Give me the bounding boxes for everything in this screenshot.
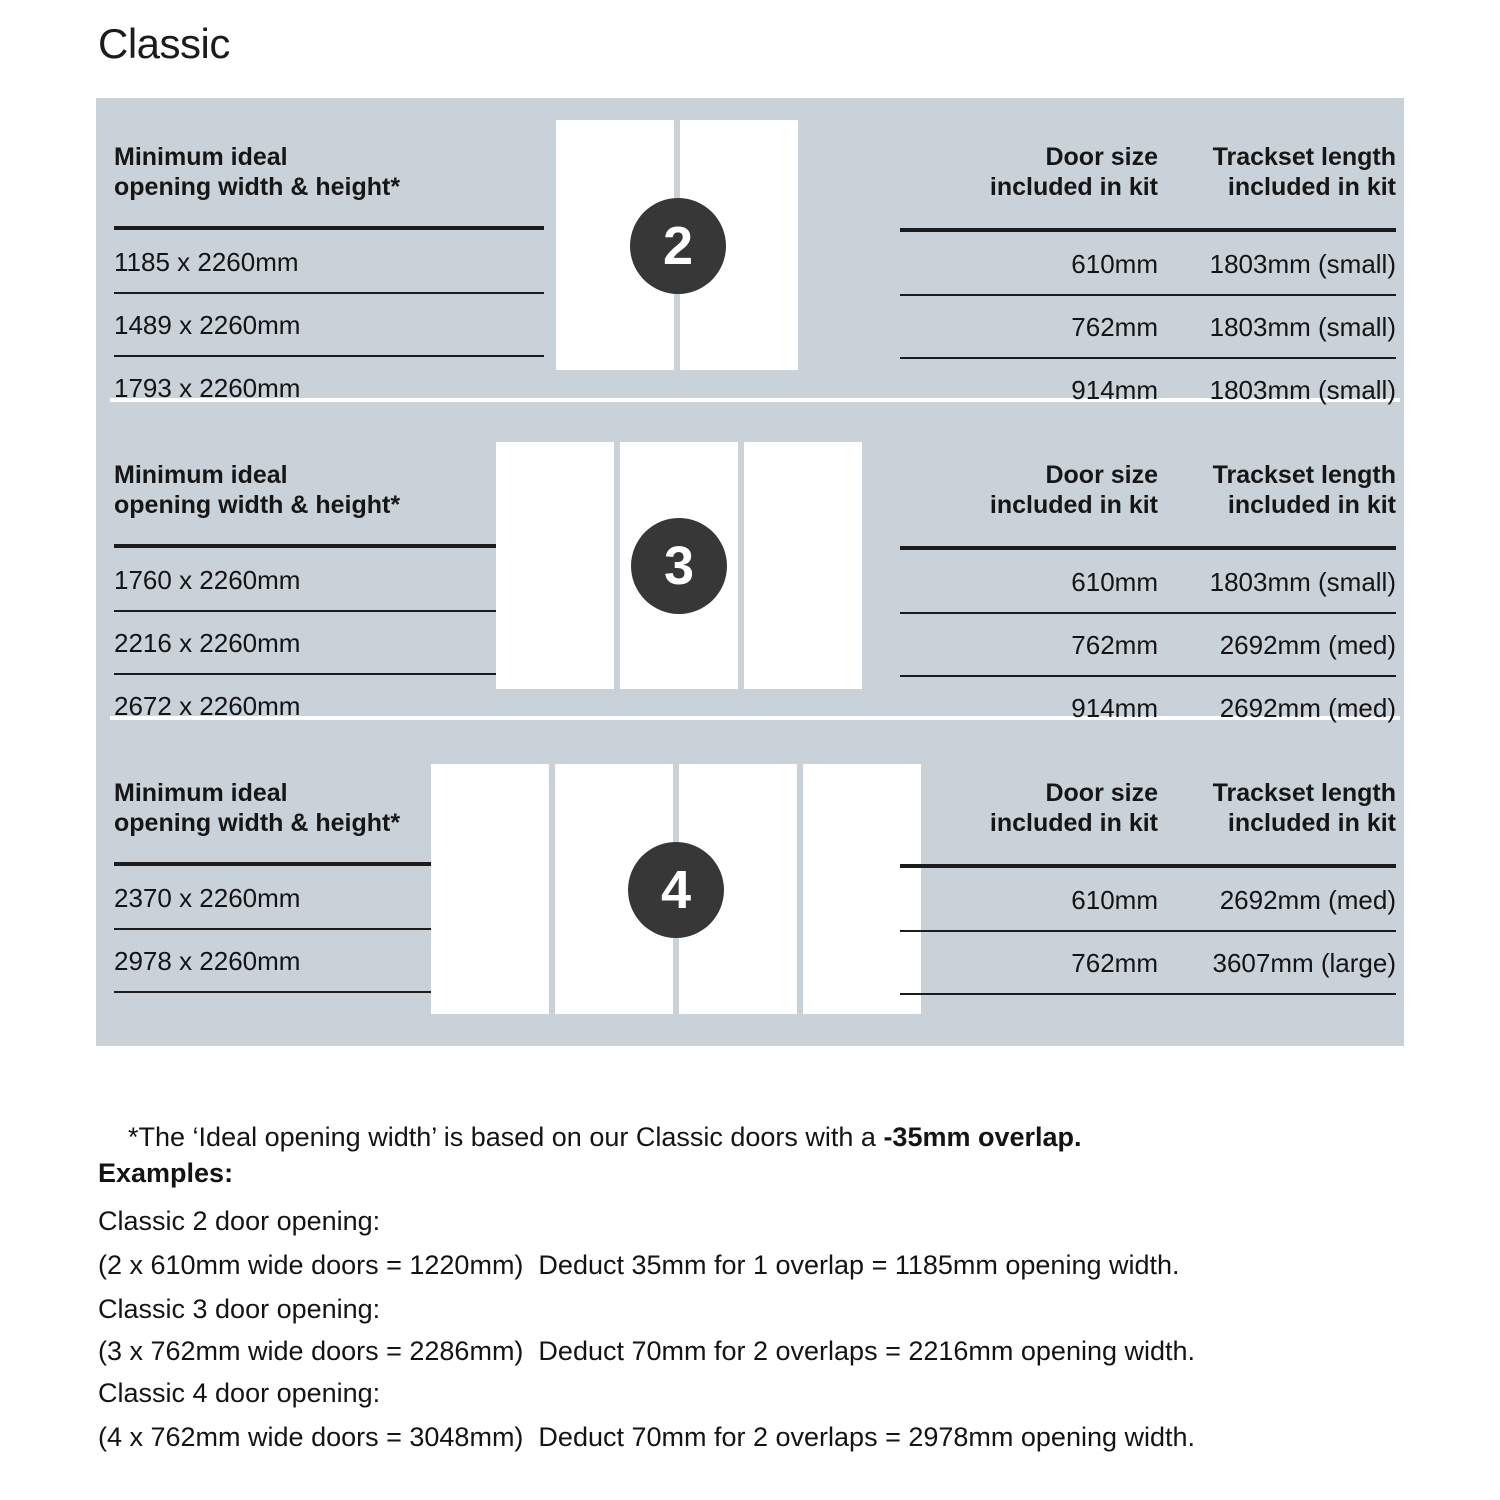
opening-value: 2216 x 2260mm (114, 628, 301, 658)
row-rule (114, 292, 544, 294)
row-rule (114, 991, 444, 993)
row-rule (114, 673, 502, 675)
left-column-2-door: Minimum ideal opening width & height* 11… (114, 142, 544, 402)
door-diagram-3: 3 (496, 442, 866, 689)
opening-value: 2370 x 2260mm (114, 883, 301, 913)
door-size-value: 914mm (1071, 375, 1158, 405)
row-rule (900, 357, 1396, 359)
section-4-door: Minimum ideal opening width & height* 23… (96, 720, 1404, 1046)
trackset-header: Trackset length included in kit (1212, 143, 1396, 201)
door-count-badge: 4 (628, 842, 724, 938)
right-columns-4-door: Door size included in kit Trackset lengt… (900, 778, 1396, 995)
header-rule (900, 546, 1396, 550)
row-rule (114, 355, 544, 357)
door-count-badge: 3 (631, 518, 727, 614)
trackset-value: 2692mm (med) (1219, 693, 1396, 723)
header-rule (900, 228, 1396, 232)
door-diagram-2: 2 (556, 120, 806, 370)
header-rule (114, 862, 444, 866)
door-panel (803, 764, 921, 1014)
row-rule (900, 612, 1396, 614)
door-panel (496, 442, 614, 689)
door-count-badge: 2 (630, 198, 726, 294)
door-size-value: 762mm (1071, 630, 1158, 660)
opening-value: 2672 x 2260mm (114, 691, 301, 721)
left-column-4-door: Minimum ideal opening width & height* 23… (114, 778, 444, 993)
trackset-value: 1803mm (small) (1209, 249, 1396, 279)
trackset-header: Trackset length included in kit (1212, 779, 1396, 837)
overlap-footnote-bold: -35mm overlap. (883, 1122, 1082, 1152)
section-divider-1 (110, 398, 1400, 402)
example-line: (2 x 610mm wide doors = 1220mm) Deduct 3… (98, 1250, 1180, 1280)
opening-value: 2978 x 2260mm (114, 946, 301, 976)
door-size-value: 762mm (1071, 948, 1158, 978)
page-title: Classic (98, 20, 230, 67)
example-line: (3 x 762mm wide doors = 2286mm) Deduct 7… (98, 1336, 1196, 1366)
right-columns-2-door: Door size included in kit Trackset lengt… (808, 142, 1396, 405)
trackset-value: 2692mm (med) (1219, 630, 1396, 660)
door-size-value: 610mm (1071, 249, 1158, 279)
section-divider-2 (110, 716, 1400, 720)
trackset-value: 1803mm (small) (1209, 312, 1396, 342)
door-size-value: 610mm (1071, 885, 1158, 915)
row-rule (900, 993, 1396, 995)
left-column-3-door: Minimum ideal opening width & height* 17… (114, 460, 502, 720)
door-diagram-4: 4 (431, 764, 925, 1014)
trackset-value: 1803mm (small) (1209, 567, 1396, 597)
example-line: Classic 3 door opening: (98, 1294, 381, 1324)
door-panel (744, 442, 862, 689)
row-rule (900, 675, 1396, 677)
example-line: Classic 4 door opening: (98, 1378, 381, 1408)
row-rule (900, 294, 1396, 296)
example-line: Classic 2 door opening: (98, 1206, 381, 1236)
door-size-value: 914mm (1071, 693, 1158, 723)
spec-panel: Minimum ideal opening width & height* 11… (96, 98, 1404, 1046)
right-columns-3-door: Door size included in kit Trackset lengt… (870, 460, 1396, 723)
door-size-header: Door size included in kit (989, 143, 1158, 201)
row-rule (900, 930, 1396, 932)
trackset-value: 1803mm (small) (1209, 375, 1396, 405)
overlap-footnote: *The ‘Ideal opening width’ is based on o… (98, 1086, 1082, 1188)
door-size-value: 762mm (1071, 312, 1158, 342)
door-size-header: Door size included in kit (989, 461, 1158, 519)
left-header: Minimum ideal opening width & height* (114, 461, 401, 519)
example-line: (4 x 762mm wide doors = 3048mm) Deduct 7… (98, 1422, 1196, 1452)
left-header: Minimum ideal opening width & height* (114, 779, 401, 837)
overlap-footnote-plain: *The ‘Ideal opening width’ is based on o… (128, 1122, 884, 1152)
examples-label: Examples: (98, 1158, 234, 1188)
door-size-value: 610mm (1071, 567, 1158, 597)
row-rule (114, 928, 444, 930)
header-rule (900, 864, 1396, 868)
trackset-value: 3607mm (large) (1212, 948, 1396, 978)
opening-value: 1760 x 2260mm (114, 565, 301, 595)
header-rule (114, 226, 544, 230)
door-size-header: Door size included in kit (989, 779, 1158, 837)
row-rule (114, 610, 502, 612)
section-3-door: Minimum ideal opening width & height* 17… (96, 402, 1404, 722)
opening-value: 1185 x 2260mm (114, 247, 299, 277)
opening-value: 1489 x 2260mm (114, 310, 301, 340)
trackset-value: 2692mm (med) (1219, 885, 1396, 915)
section-2-door: Minimum ideal opening width & height* 11… (96, 98, 1404, 404)
header-rule (114, 544, 502, 548)
opening-value: 1793 x 2260mm (114, 373, 301, 403)
trackset-header: Trackset length included in kit (1212, 461, 1396, 519)
left-header: Minimum ideal opening width & height* (114, 143, 401, 201)
door-panel (431, 764, 549, 1014)
